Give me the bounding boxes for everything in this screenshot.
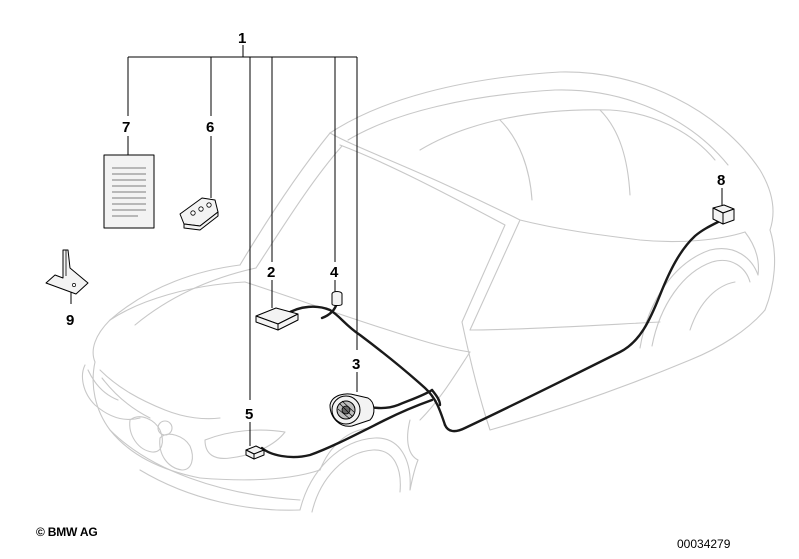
part-4-sensor — [331, 291, 343, 306]
cable-harness — [260, 220, 720, 459]
part-7-document — [103, 154, 155, 229]
part-6-holder — [179, 197, 219, 231]
callout-8: 8 — [717, 172, 725, 189]
callout-7: 7 — [122, 119, 130, 136]
leader-lines — [70, 45, 723, 446]
copyright-label: © BMW AG — [36, 525, 98, 539]
callout-9: 9 — [66, 312, 74, 329]
part-5-contact-switch — [245, 445, 265, 460]
car-outline — [81, 71, 776, 513]
callout-2: 2 — [267, 264, 275, 281]
callout-3: 3 — [352, 356, 360, 373]
part-9-bracket — [45, 249, 89, 295]
part-3-siren — [329, 393, 375, 427]
callout-5: 5 — [245, 406, 253, 423]
part-8-contact-switch — [712, 204, 735, 225]
callout-1: 1 — [238, 30, 246, 47]
document-number: 00034279 — [677, 537, 731, 551]
callout-4: 4 — [330, 264, 339, 281]
part-2-control-unit — [255, 307, 299, 331]
callout-6: 6 — [206, 119, 214, 136]
